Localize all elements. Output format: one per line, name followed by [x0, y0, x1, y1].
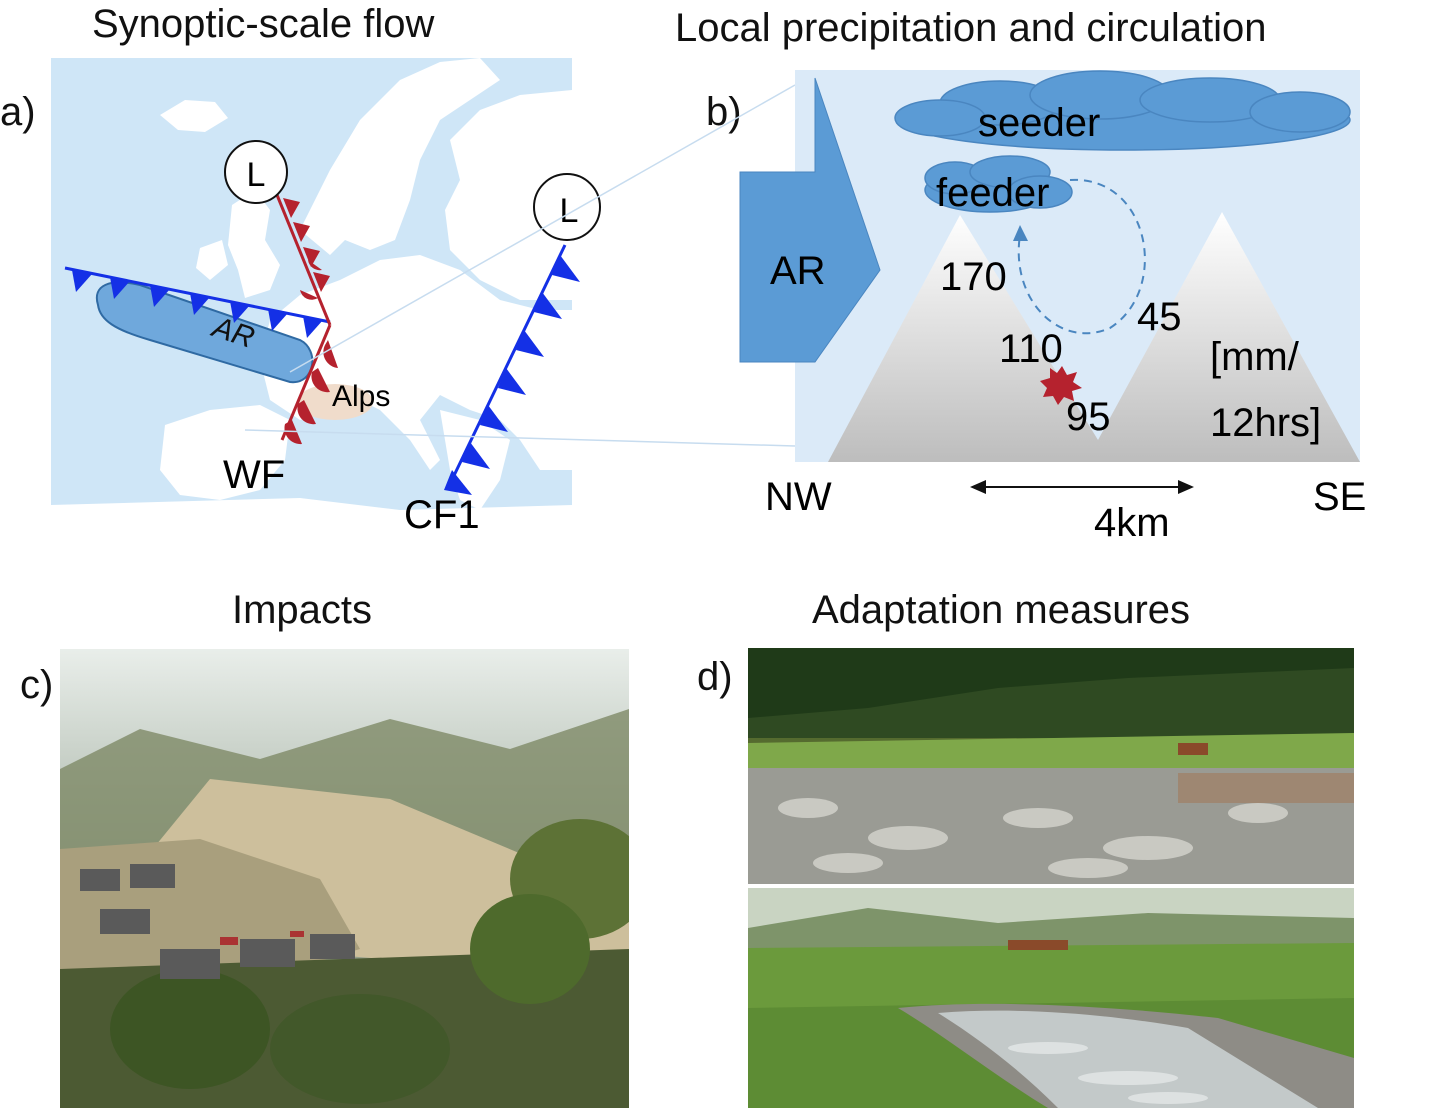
distance-arrow-right-head	[1178, 480, 1194, 494]
adaptation-photo-top	[748, 648, 1354, 884]
panel-b-label: b)	[706, 90, 742, 134]
cold-front-west	[64, 266, 331, 338]
ar-arrow	[739, 77, 881, 363]
distance-label: 4km	[1094, 501, 1170, 545]
mountain-range	[828, 212, 1360, 462]
warm-front	[273, 189, 338, 445]
cold-front-label: CF1	[404, 493, 480, 537]
finland-russia-shape	[445, 90, 572, 300]
value-110: 110	[999, 327, 1063, 371]
value-95: 95	[1066, 395, 1111, 439]
panel-a-title: Synoptic-scale flow	[92, 2, 435, 46]
seeder-label: seeder	[978, 101, 1100, 145]
alps-area	[297, 384, 373, 420]
zoom-line-top	[289, 84, 796, 373]
ar-arrow-label: AR	[770, 249, 826, 293]
britain-shape	[228, 190, 280, 298]
panel-d-title: Adaptation measures	[812, 588, 1191, 632]
panel-a-label: a)	[0, 90, 36, 134]
location-star-marker	[1040, 366, 1082, 405]
low-pressure-2-label: L	[560, 192, 579, 230]
impacts-photo	[60, 649, 629, 1108]
scandinavia-shape	[300, 58, 500, 255]
panel-b-diagram: AR seeder feeder 170 45 110 95 [mm/ 12hr…	[739, 70, 1366, 545]
feeder-cloud	[924, 155, 1073, 213]
feeder-label: feeder	[936, 171, 1049, 215]
unit-line-2: 12hrs]	[1210, 401, 1321, 445]
seeder-cloud	[894, 70, 1351, 151]
panel-b-title: Local precipitation and circulation	[675, 6, 1267, 50]
ireland-shape	[196, 240, 228, 280]
se-label: SE	[1313, 475, 1366, 519]
panel-c-label: c)	[20, 663, 54, 707]
panel-a-map: AR L L Alp	[51, 58, 796, 537]
adaptation-photo-bottom	[748, 888, 1354, 1108]
zoom-line-bottom	[244, 429, 796, 447]
circulation-loop	[1017, 178, 1146, 335]
iceland-shape	[160, 100, 228, 132]
low-pressure-1-circle	[224, 140, 288, 204]
circulation-arrowhead	[1013, 225, 1028, 241]
low-pressure-1-label: L	[247, 156, 266, 194]
iberia-shape	[160, 405, 290, 500]
panel-d-label: d)	[697, 655, 733, 699]
value-45: 45	[1137, 295, 1182, 339]
north-africa-shape	[51, 498, 572, 526]
distance-arrow-left-head	[970, 480, 986, 494]
nw-label: NW	[765, 475, 832, 519]
unit-line-1: [mm/	[1210, 335, 1300, 379]
warm-front-label: WF	[223, 453, 285, 497]
value-170: 170	[940, 255, 1007, 299]
cold-front-east	[444, 244, 580, 495]
alps-label: Alps	[332, 380, 390, 413]
panel-c-title: Impacts	[232, 588, 373, 632]
